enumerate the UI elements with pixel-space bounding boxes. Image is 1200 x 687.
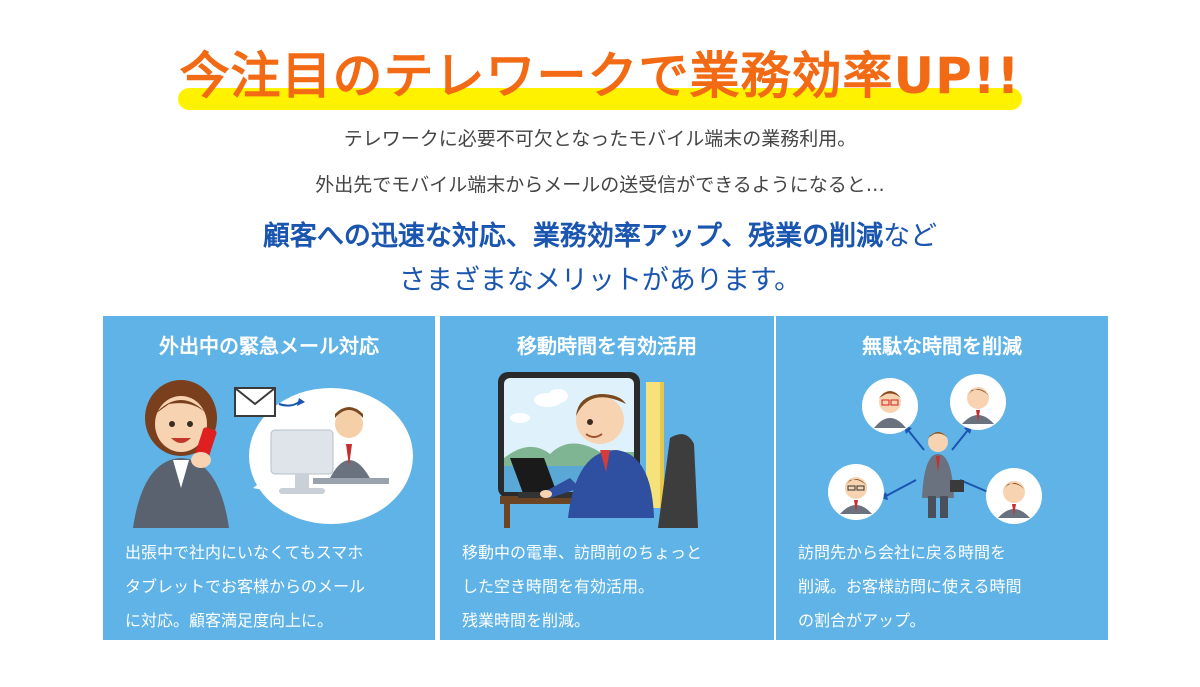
feature-card-travel-time: 移動時間を有効活用 移動中の電車、訪問前のちょっと した空き時間を	[440, 316, 774, 640]
card-title: 移動時間を有効活用	[517, 334, 697, 358]
card-body-line: 移動中の電車、訪問前のちょっと	[462, 543, 703, 562]
highlight-line-2: さまざまなメリットがあります。	[398, 265, 802, 296]
card-body: 出張中で社内にいなくてもスマホ タブレットでお客様からのメール に対応。顧客満足…	[125, 536, 425, 638]
train-laptop-icon	[498, 372, 698, 528]
card-body-line: した空き時間を有効活用。	[462, 577, 655, 596]
highlight-suffix: など	[883, 221, 938, 252]
highlight-line-1: 顧客への迅速な対応、業務効率アップ、残業の削減など	[0, 214, 1200, 253]
card-body: 移動中の電車、訪問前のちょっと した空き時間を有効活用。 残業時間を削減。	[462, 536, 764, 638]
feature-card-emergency-mail: 外出中の緊急メール対応 出張中で社内にいなくてもスマホ タブレット	[103, 316, 435, 640]
card-title: 外出中の緊急メール対応	[159, 334, 379, 358]
card-body: 訪問先から会社に戻る時間を 削減。お客様訪問に使える時間 の割合がアップ。	[798, 536, 1098, 638]
page-title: 今注目のテレワークで業務効率UP!!	[179, 47, 1021, 105]
lead-text-2: 外出先でモバイル端末からメールの送受信ができるようになると…	[315, 174, 885, 196]
network-visits-icon	[828, 374, 1042, 524]
headline-underline	[178, 88, 1022, 110]
lead-text-1: テレワークに必要不可欠となったモバイル端末の業務利用。	[343, 128, 857, 150]
card-body-line: に対応。顧客満足度向上に。	[125, 611, 334, 630]
headline-section: 今注目のテレワークで業務効率UP!!	[0, 32, 1200, 112]
card-title: 無駄な時間を削減	[862, 334, 1022, 358]
businesswoman-phone-mail-icon	[133, 380, 413, 528]
highlight-bold-text: 顧客への迅速な対応、業務効率アップ、残業の削減	[262, 221, 884, 252]
card-body-line: 出張中で社内にいなくてもスマホ	[125, 543, 364, 562]
card-body-line: 削減。お客様訪問に使える時間	[798, 577, 1022, 596]
feature-card-reduce-waste: 無駄な時間を削減	[776, 316, 1108, 640]
card-body-line: の割合がアップ。	[798, 611, 926, 630]
card-body-line: 残業時間を削減。	[462, 611, 591, 630]
card-body-line: タブレットでお客様からのメール	[125, 577, 366, 596]
card-body-line: 訪問先から会社に戻る時間を	[798, 543, 1007, 562]
